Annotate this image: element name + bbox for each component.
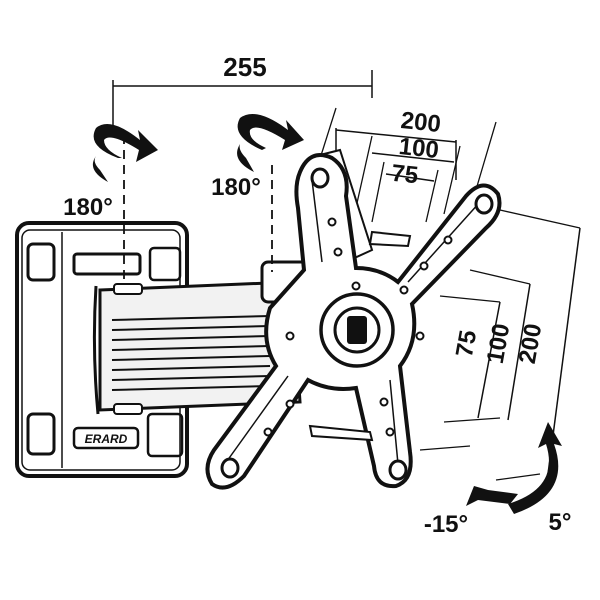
wall-swivel-indicator: 180° bbox=[63, 124, 158, 221]
wall-slot-top-left bbox=[26, 242, 56, 282]
vesa-plate bbox=[205, 148, 502, 490]
tilt-indicator: -15° 5° bbox=[424, 422, 572, 538]
tilt-down-arrow-icon bbox=[466, 486, 518, 506]
arm-swivel-label: 180° bbox=[211, 174, 261, 201]
vesa-hole-top-right bbox=[474, 193, 494, 215]
wall-swivel-arrow-icon bbox=[93, 124, 158, 162]
wall-slot-top-center bbox=[72, 252, 142, 276]
vesa-h-100-label: 100 bbox=[397, 133, 440, 164]
tilt-up-arrow-icon bbox=[508, 422, 562, 514]
arm-swivel-indicator: 180° bbox=[211, 114, 304, 201]
tilt-down-label: -15° bbox=[424, 511, 468, 538]
arm-swivel-arrow-icon bbox=[237, 114, 304, 150]
vesa-v-75-label: 75 bbox=[451, 328, 482, 359]
vesa-h-75-label: 75 bbox=[390, 160, 419, 190]
wall-slot-bottom-left bbox=[26, 412, 56, 456]
brand-label: ERARD bbox=[85, 432, 128, 446]
vesa-v-100-label: 100 bbox=[482, 322, 516, 366]
vesa-h-200-label: 200 bbox=[399, 107, 442, 138]
vesa-hole-bottom-right bbox=[388, 459, 408, 481]
vesa-v-200-label: 200 bbox=[514, 322, 548, 366]
brand-badge bbox=[72, 426, 140, 450]
wall-swivel-label: 180° bbox=[63, 194, 113, 221]
arm-length-dimension: 255 bbox=[112, 52, 373, 135]
vesa-hole-top-left bbox=[310, 167, 330, 189]
arm-length-label: 255 bbox=[223, 52, 266, 82]
vesa-horizontal-dimensions: 200 100 75 bbox=[299, 107, 497, 223]
tilt-up-label: 5° bbox=[549, 509, 572, 536]
vesa-hole-bottom-left bbox=[220, 457, 240, 479]
swing-arm bbox=[92, 260, 314, 415]
